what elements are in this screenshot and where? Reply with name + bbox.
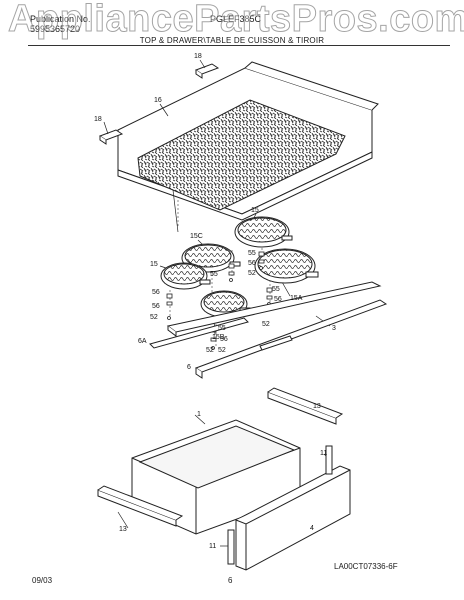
callout-15-left: 15 (150, 261, 158, 268)
publication-number: 5995365720 (30, 24, 81, 34)
callout-1: 1 (197, 411, 201, 418)
callout-55d: 55 (218, 325, 226, 332)
callout-52a: 52 (248, 270, 256, 277)
callout-18a: 18 (194, 53, 202, 60)
footer-page-number: 6 (228, 576, 233, 585)
drawer-front-panel (235, 465, 351, 571)
element-hardware (166, 251, 273, 350)
callout-13-left: 13 (119, 526, 127, 533)
callout-52b: 52 (150, 314, 158, 321)
callout-56c: 56 (274, 296, 282, 303)
callout-labels: 18 16 18 15 15C 55 56 52 15 55 56 52 55 … (94, 53, 336, 550)
callout-15c: 15C (190, 233, 203, 240)
callout-55b: 55 (210, 271, 218, 278)
callout-4: 4 (310, 525, 314, 532)
drawer-slide-left (97, 485, 184, 527)
callout-18b: 18 (94, 116, 102, 123)
section-title: TOP & DRAWER\TABLE DE CUISSON & TIROIR (139, 36, 325, 45)
callout-15a-top: 15 (251, 207, 259, 214)
callout-56b: 56 (152, 289, 160, 296)
callout-15b: 15B (212, 334, 225, 341)
drawer-body (131, 419, 301, 535)
callout-55c: 55 (272, 286, 280, 293)
callout-52e: 52 (218, 347, 226, 354)
surface-element-front-left (160, 262, 211, 290)
callout-52d: 52 (206, 347, 214, 354)
element-support-rail-left (149, 317, 249, 349)
drawer-glide-left (227, 529, 235, 565)
callout-6a: 6A (138, 338, 147, 345)
drawer-glide-right (325, 445, 333, 475)
surface-element-large (254, 248, 319, 284)
callout-11-right: 11 (320, 450, 327, 457)
footer-date: 09/03 (32, 576, 53, 585)
callout-56d: 56 (152, 303, 160, 310)
element-support-rail-rear (166, 281, 382, 337)
callout-6: 6 (187, 364, 191, 371)
drawer-slide-right (267, 387, 344, 425)
publication-label: Publication No. (30, 14, 91, 24)
callout-13-right: 13 (313, 403, 321, 410)
watermark: AppliancePartsPros.com (8, 0, 464, 41)
model-number: PGLEF385C (210, 14, 262, 24)
callout-55a: 55 (248, 250, 256, 257)
cooktop-assembly (117, 61, 379, 221)
callout-56a: 56 (248, 260, 256, 267)
diagram-code: LA00CT07336-6F (334, 562, 398, 571)
callout-56e: 56 (220, 336, 228, 343)
callout-16: 16 (154, 97, 162, 104)
callout-15a: 15A (290, 295, 303, 302)
header-divider (28, 45, 450, 46)
callout-52c: 52 (262, 321, 270, 328)
mounting-bracket-left (98, 129, 124, 145)
callout-3: 3 (332, 325, 336, 332)
mounting-bracket-top (194, 63, 220, 79)
element-support-rail-front (194, 299, 388, 379)
callout-11-left: 11 (209, 543, 216, 550)
surface-element-front (200, 290, 251, 318)
surface-element-rear-left (234, 216, 293, 248)
